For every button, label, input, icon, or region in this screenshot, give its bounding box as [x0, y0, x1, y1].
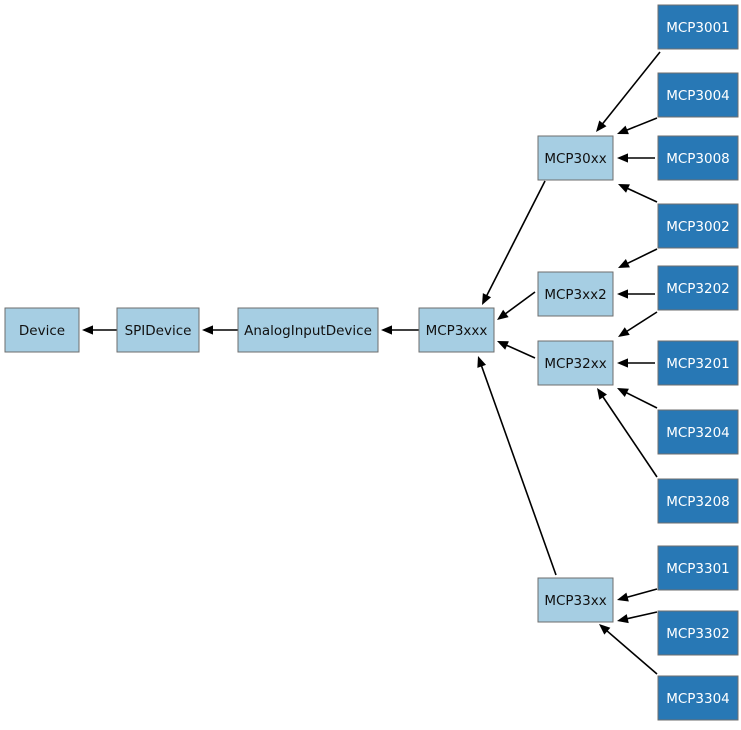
edge-line: [626, 611, 658, 620]
node-box[interactable]: [657, 675, 739, 721]
node-mcp32xx[interactable]: MCP32xx: [537, 340, 614, 386]
edge-mcp30xx-to-mcp3xxx: [482, 180, 546, 305]
arrowhead-icon: [617, 388, 629, 398]
arrowhead-icon: [482, 293, 492, 305]
edge-mcp3302-to-mcp33xx: [617, 611, 658, 624]
arrowhead-icon: [497, 341, 509, 350]
node-mcp30xx[interactable]: MCP30xx: [537, 135, 614, 181]
node-mcp3302[interactable]: MCP3302: [657, 610, 739, 656]
arrowhead-icon: [618, 327, 630, 337]
edge-line: [504, 291, 536, 316]
edge-mcp3008-to-mcp30xx: [617, 153, 655, 163]
node-mcp33xx[interactable]: MCP33xx: [537, 577, 614, 623]
node-box[interactable]: [237, 307, 379, 353]
node-box[interactable]: [657, 135, 739, 181]
arrowhead-icon: [381, 325, 392, 335]
arrowhead-icon: [617, 614, 629, 624]
node-mcp3008[interactable]: MCP3008: [657, 135, 739, 181]
edge-line: [626, 248, 658, 265]
node-box[interactable]: [657, 265, 739, 311]
node-box[interactable]: [537, 271, 614, 317]
arrowhead-icon: [599, 624, 611, 635]
edge-mcp3204-to-mcp32xx: [617, 388, 658, 409]
arrowhead-icon: [618, 259, 630, 268]
edges-layer: [82, 51, 661, 675]
node-box[interactable]: [657, 610, 739, 656]
edge-line: [625, 588, 658, 599]
edge-line: [625, 311, 658, 333]
edge-mcp32xx-to-mcp3xxx: [497, 341, 536, 359]
node-mcp3202[interactable]: MCP3202: [657, 265, 739, 311]
edge-mcp3301-to-mcp33xx: [617, 588, 658, 602]
edge-mcp3304-to-mcp33xx: [599, 624, 658, 675]
node-box[interactable]: [657, 545, 739, 591]
edge-line: [625, 117, 658, 132]
node-mcp3004[interactable]: MCP3004: [657, 72, 739, 118]
edge-mcp3002-to-mcp3xx2: [618, 248, 658, 268]
edge-mcp3001-to-mcp30xx: [596, 51, 661, 132]
node-mcp3xx2[interactable]: MCP3xx2: [537, 271, 614, 317]
arrowhead-icon: [618, 184, 630, 193]
node-mcp3xxx[interactable]: MCP3xxx: [418, 307, 495, 353]
edge-line: [505, 344, 536, 359]
node-box[interactable]: [4, 307, 80, 353]
arrowhead-icon: [617, 358, 628, 368]
node-mcp3002[interactable]: MCP3002: [657, 203, 739, 249]
node-spidevice[interactable]: SPIDevice: [116, 307, 200, 353]
node-box[interactable]: [537, 340, 614, 386]
node-mcp3304[interactable]: MCP3304: [657, 675, 739, 721]
edge-mcp3201-to-mcp32xx: [617, 358, 655, 368]
node-mcp3208[interactable]: MCP3208: [657, 478, 739, 524]
edge-mcp3208-to-mcp32xx: [597, 388, 658, 478]
node-box[interactable]: [657, 72, 739, 118]
edge-spidevice-to-device: [82, 325, 117, 335]
edge-mcp3202-to-mcp32xx: [618, 311, 658, 337]
edge-line: [480, 364, 557, 576]
edge-mcp3xxx-to-analoginputdevice: [381, 325, 419, 335]
node-box[interactable]: [418, 307, 495, 353]
node-box[interactable]: [657, 4, 739, 50]
arrowhead-icon: [617, 592, 629, 602]
node-mcp3301[interactable]: MCP3301: [657, 545, 739, 591]
edge-analoginputdevice-to-spidevice: [202, 325, 238, 335]
edge-line: [605, 629, 658, 675]
edge-mcp3002-to-mcp30xx: [618, 184, 658, 203]
node-analoginputdevice[interactable]: AnalogInputDevice: [237, 307, 379, 353]
node-box[interactable]: [657, 478, 739, 524]
arrowhead-icon: [596, 120, 607, 132]
node-device[interactable]: Device: [4, 307, 80, 353]
node-box[interactable]: [537, 135, 614, 181]
arrowhead-icon: [82, 325, 93, 335]
arrowhead-icon: [497, 309, 509, 320]
node-mcp3001[interactable]: MCP3001: [657, 4, 739, 50]
edge-line: [485, 180, 546, 297]
arrowhead-icon: [597, 388, 607, 400]
node-box[interactable]: [116, 307, 200, 353]
edge-mcp3202-to-mcp3xx2: [617, 289, 655, 299]
arrowhead-icon: [617, 153, 628, 163]
node-box[interactable]: [657, 203, 739, 249]
arrowhead-icon: [617, 289, 628, 299]
node-box[interactable]: [657, 340, 739, 386]
arrowhead-icon: [477, 356, 487, 368]
node-mcp3201[interactable]: MCP3201: [657, 340, 739, 386]
edge-line: [626, 187, 658, 203]
edge-mcp3xx2-to-mcp3xxx: [497, 291, 536, 320]
arrowhead-icon: [202, 325, 213, 335]
node-mcp3204[interactable]: MCP3204: [657, 409, 739, 455]
edge-line: [625, 391, 658, 409]
edge-line: [601, 395, 658, 478]
edge-mcp33xx-to-mcp3xxx: [477, 356, 557, 576]
node-box[interactable]: [657, 409, 739, 455]
node-box[interactable]: [537, 577, 614, 623]
edge-mcp3004-to-mcp30xx: [617, 117, 658, 135]
edge-line: [601, 51, 661, 126]
arrowhead-icon: [617, 125, 629, 135]
